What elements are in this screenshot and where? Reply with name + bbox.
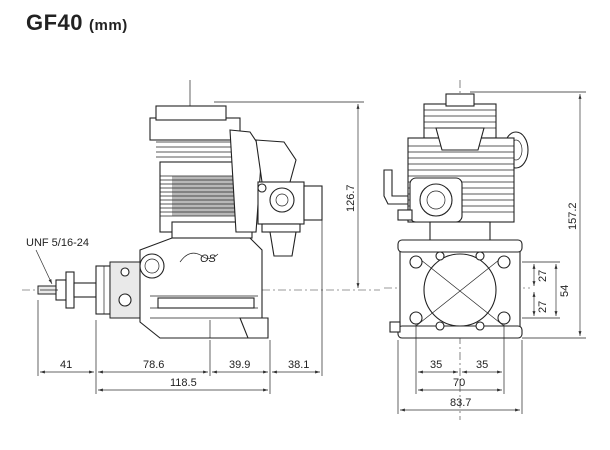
- crankcase: OS: [139, 237, 269, 339]
- dim-83-7: 83.7: [450, 397, 471, 409]
- dim-54: 54: [559, 285, 571, 297]
- drive-hub: [95, 261, 141, 319]
- cylinder: [149, 80, 297, 239]
- model-name: GF40: [26, 10, 84, 35]
- diagram-title: GF40 (mm): [26, 10, 128, 36]
- dim-35-left: 35: [430, 359, 442, 371]
- prop-shaft: [37, 271, 97, 309]
- dim-78-6: 78.6: [143, 359, 164, 371]
- unit-label: (mm): [89, 17, 128, 34]
- dim-39-9: 39.9: [229, 359, 250, 371]
- side-height-label: 126.7: [345, 184, 357, 212]
- dim-118-5: 118.5: [170, 377, 197, 389]
- dim-27-top: 27: [537, 270, 549, 282]
- dim-35-right: 35: [476, 359, 488, 371]
- dim-70: 70: [453, 377, 465, 389]
- svg-text:OS: OS: [200, 253, 217, 265]
- front-height-label: 157.2: [567, 202, 579, 230]
- front-view: 157.2 27 27 54 35 35 70 83.7: [383, 80, 586, 420]
- dim-38-1: 38.1: [288, 359, 309, 371]
- carburetor: [257, 181, 323, 257]
- dim-41: 41: [60, 359, 72, 371]
- front-carburetor: [383, 169, 463, 223]
- side-view: OS: [22, 80, 380, 394]
- thread-label: UNF 5/16-24: [26, 237, 89, 249]
- front-mount: [389, 221, 523, 339]
- dim-27-bottom: 27: [537, 301, 549, 313]
